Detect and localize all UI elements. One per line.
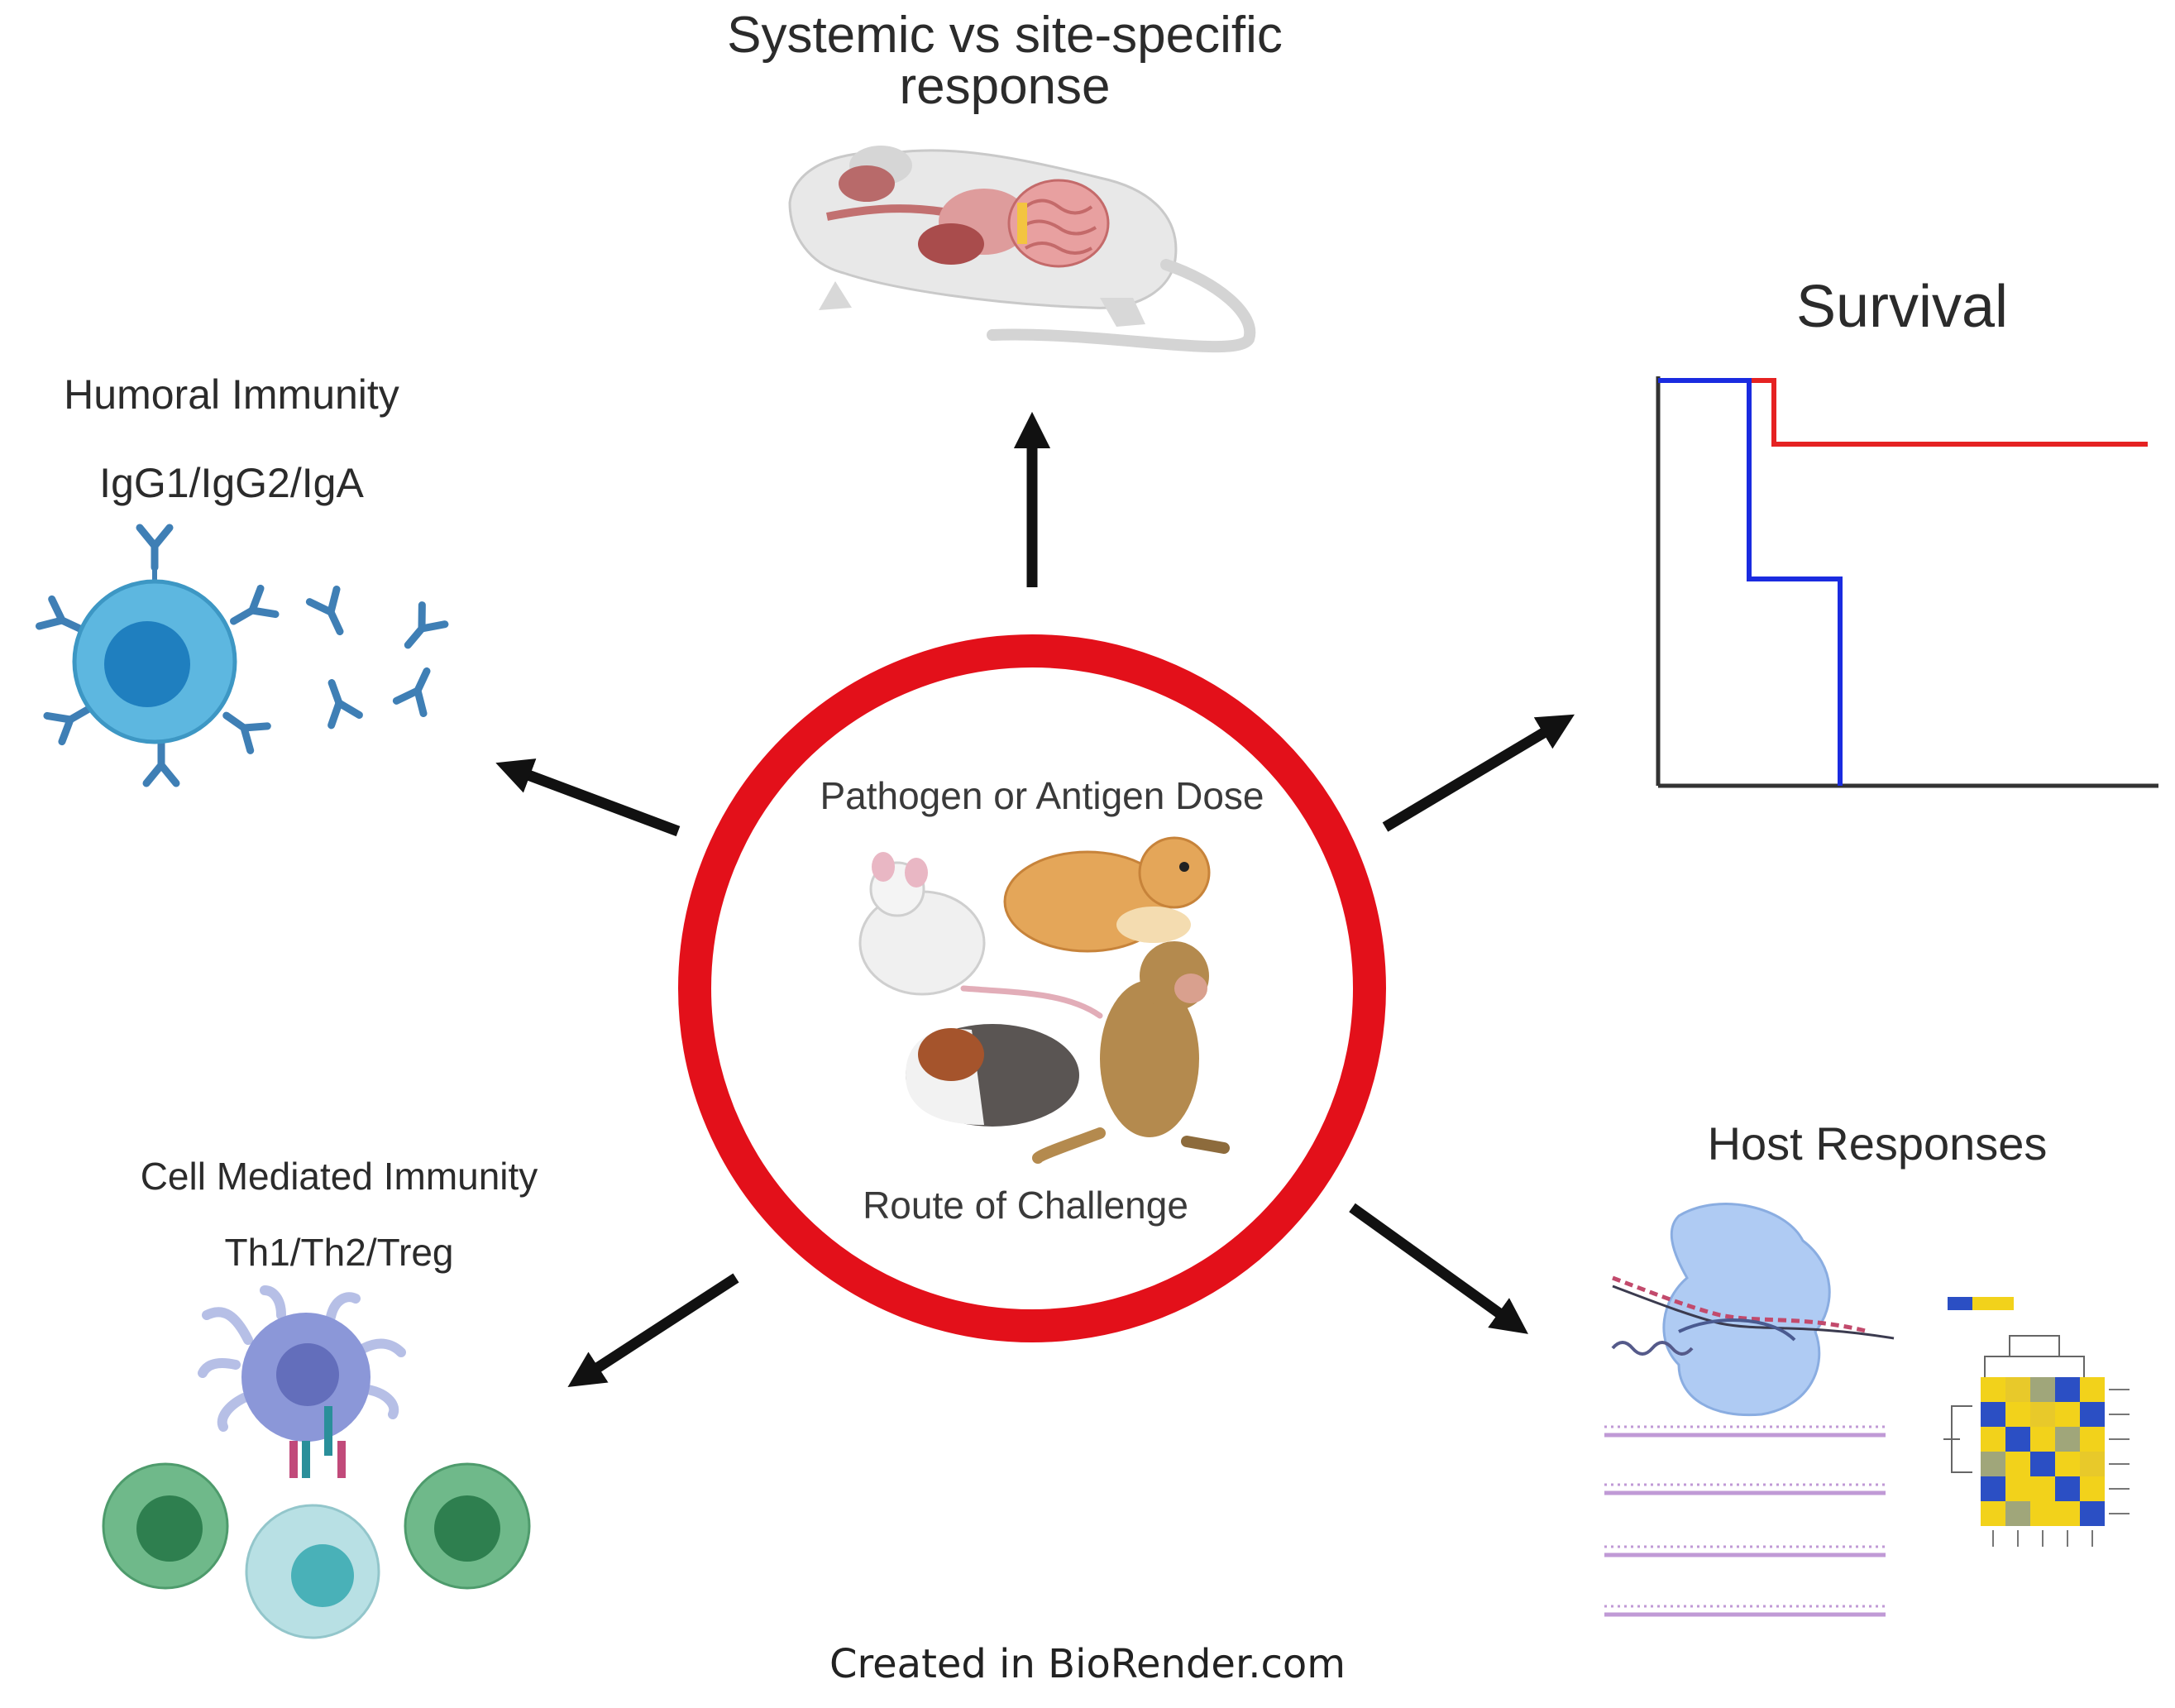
mouse-icon — [858, 852, 1103, 1019]
arrow-to-cell-mediated — [567, 1273, 739, 1388]
systemic-title-line2: response — [899, 58, 1111, 115]
mouse-anatomy-icon — [788, 146, 1256, 353]
survival-plot — [1656, 376, 2158, 788]
host-responses-title: Host Responses — [1707, 1117, 2048, 1170]
arrow-to-humoral — [495, 758, 681, 837]
systemic-title: Systemic vs site-specific response — [591, 10, 1418, 112]
survival-curve-blue — [1658, 378, 1843, 786]
arrows — [495, 411, 1575, 1388]
hamster-icon — [1003, 836, 1211, 953]
monkey-icon — [1032, 941, 1230, 1164]
t-cells-icon — [102, 1462, 531, 1639]
arrow-to-survival — [1382, 714, 1575, 832]
survival-curve-red — [1658, 378, 2148, 447]
b-cell-with-antibodies-icon — [39, 528, 444, 783]
systemic-title-line1: Systemic vs site-specific — [727, 7, 1283, 64]
arrow-to-host — [1349, 1203, 1528, 1334]
credit-line: Created in BioRender.com — [829, 1641, 1346, 1687]
guinea-pig-icon — [906, 1024, 1079, 1127]
humoral-title: Humoral Immunity — [64, 371, 399, 418]
dendritic-cell-icon — [198, 1285, 406, 1478]
survival-title: Survival — [1795, 274, 2009, 340]
cell-mediated-title: Cell Mediated Immunity — [140, 1155, 538, 1198]
antibody-isotypes-label: IgG1/IgG2/IgA — [99, 460, 364, 506]
center-ring — [678, 634, 1386, 1342]
clustered-heatmap-icon — [1943, 1297, 2130, 1547]
ribosome-translation-icon — [1604, 1203, 1895, 1617]
t-helper-subsets-label: Th1/Th2/Treg — [224, 1231, 454, 1274]
route-of-challenge-label: Route of Challenge — [863, 1184, 1188, 1227]
pathogen-dose-label: Pathogen or Antigen Dose — [820, 774, 1264, 817]
